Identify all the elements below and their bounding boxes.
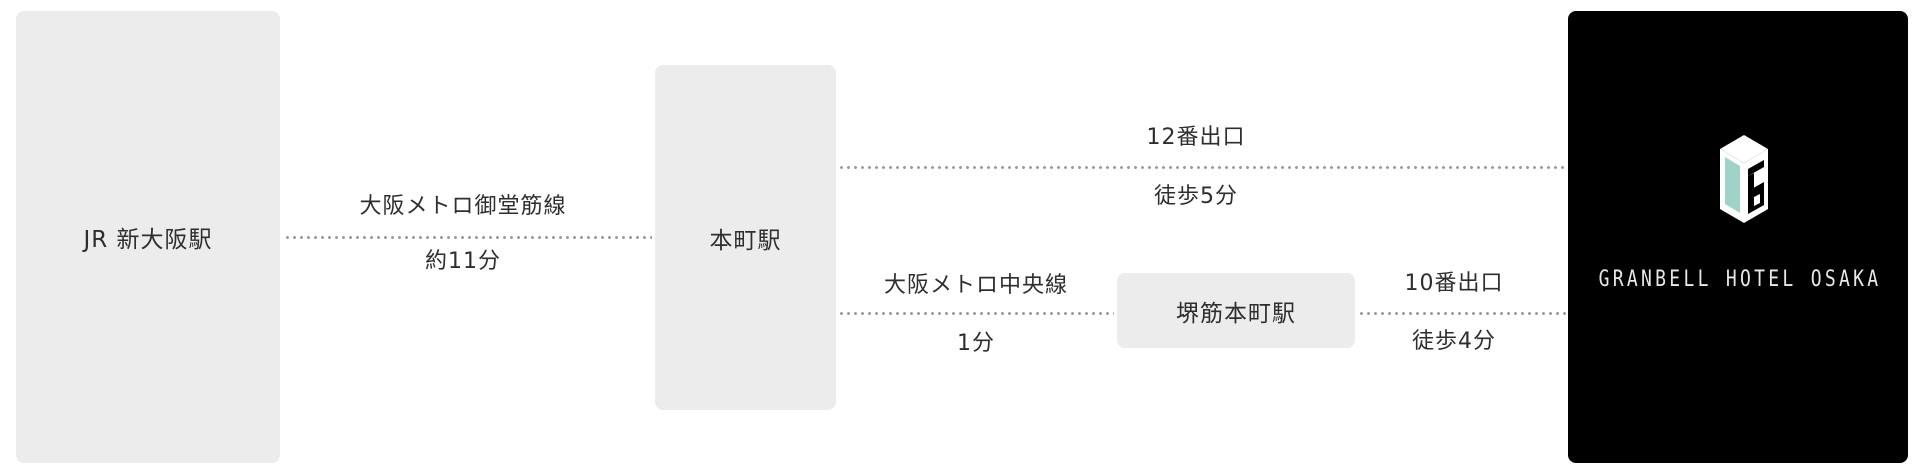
route-chuo-time-label: 1分 xyxy=(957,331,995,356)
route-exit12-label: 12番出口 xyxy=(1146,125,1246,150)
hotel-name: GRANBELL HOTEL OSAKA xyxy=(1598,267,1882,292)
route-line-chuo xyxy=(838,312,1114,315)
station-honmachi: 本町駅 xyxy=(655,65,836,410)
route-exit10-walk-label: 徒歩4分 xyxy=(1412,329,1496,354)
station-shin-osaka-label: JR 新大阪駅 xyxy=(83,227,213,253)
route-line-midosuji xyxy=(284,236,652,239)
station-sakaisuji-honmachi: 堺筋本町駅 xyxy=(1117,273,1355,348)
route-exit12-walk-label: 徒歩5分 xyxy=(1154,184,1238,209)
hotel-granbell-osaka: GRANBELL HOTEL OSAKA xyxy=(1568,11,1908,463)
route-midosuji-time-label: 約11分 xyxy=(425,249,501,274)
station-honmachi-label: 本町駅 xyxy=(709,227,782,254)
route-chuo-line-label: 大阪メトロ中央線 xyxy=(883,273,1069,298)
station-shin-osaka: JR 新大阪駅 xyxy=(16,11,280,463)
station-sakaisuji-honmachi-label: 堺筋本町駅 xyxy=(1176,300,1296,327)
granbell-logo-icon xyxy=(1720,135,1768,223)
route-midosuji-line-label: 大阪メトロ御堂筋線 xyxy=(359,194,567,219)
route-line-exit12 xyxy=(838,166,1566,169)
route-exit10-label: 10番出口 xyxy=(1404,271,1504,296)
route-line-exit10 xyxy=(1358,312,1566,315)
